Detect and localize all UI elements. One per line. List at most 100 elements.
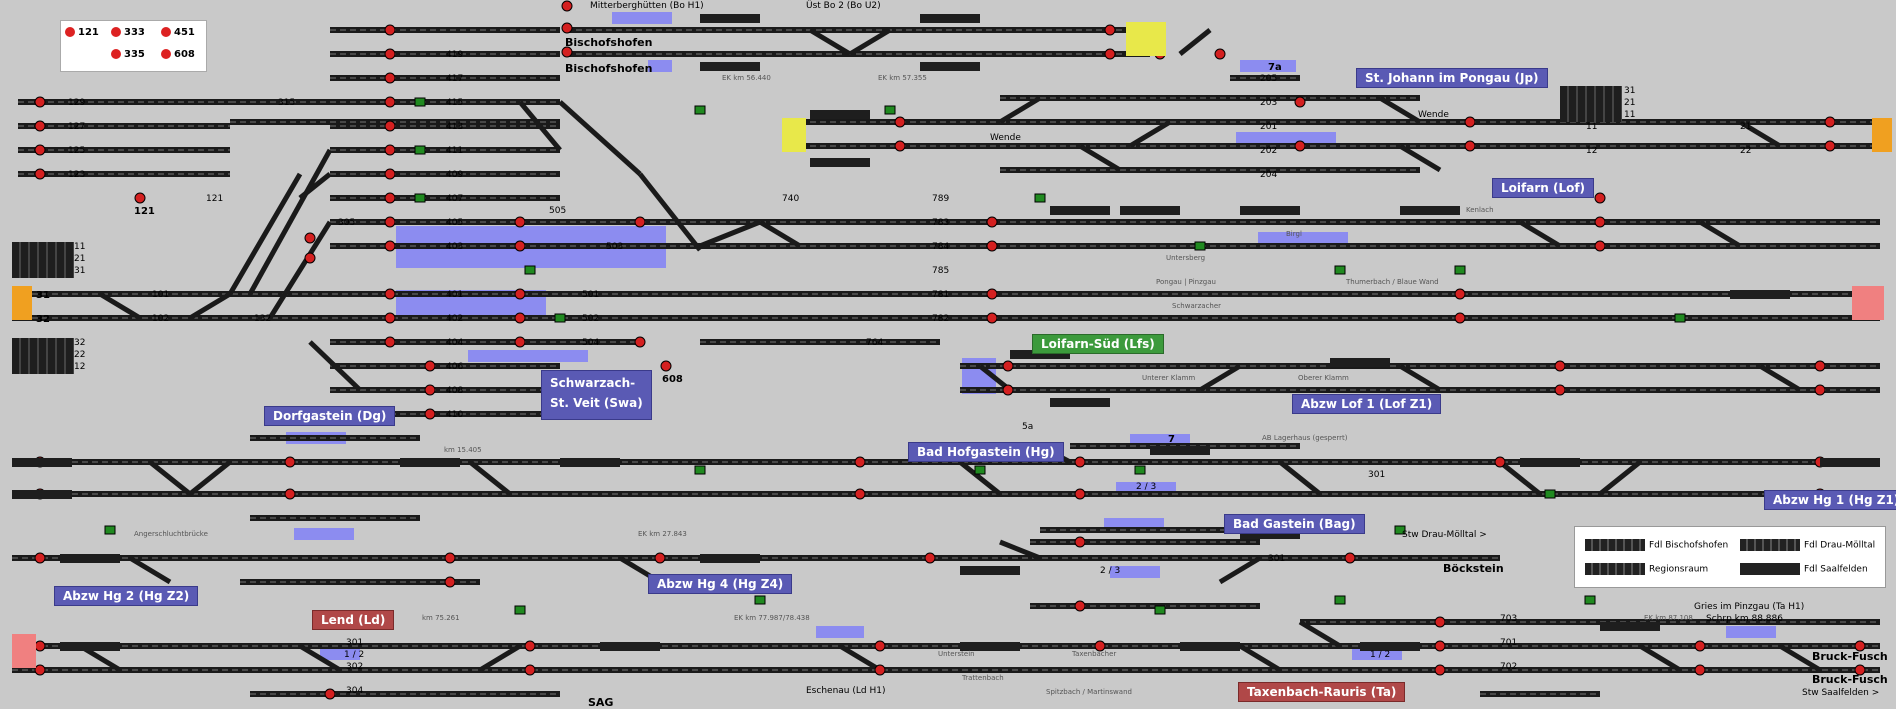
track-number: 608 bbox=[662, 374, 683, 385]
station-label-mitterberghuetten: Mitterberghütten (Bo H1) bbox=[590, 1, 704, 11]
route-block bbox=[700, 14, 760, 23]
track-switch bbox=[1298, 619, 1342, 649]
track-switch bbox=[1398, 143, 1442, 173]
signal-icon bbox=[34, 96, 46, 108]
station-label-loifarn-sued[interactable]: Loifarn-Süd (Lfs) bbox=[1032, 334, 1164, 354]
route-key[interactable] bbox=[12, 362, 74, 374]
occupied-block bbox=[1236, 132, 1336, 144]
route-key-label: 12 bbox=[74, 362, 86, 372]
station-label-dorfgastein[interactable]: Dorfgastein (Dg) bbox=[264, 406, 396, 426]
signal-icon bbox=[986, 216, 998, 228]
signal-icon bbox=[1814, 360, 1826, 372]
signal-icon bbox=[986, 312, 998, 324]
boundary-marker-left[interactable] bbox=[12, 634, 36, 668]
station-label-abzw-hg1[interactable]: Abzw Hg 1 (Hg Z1) bbox=[1764, 490, 1896, 510]
counter-121[interactable]: 121 bbox=[65, 27, 99, 38]
signal-icon bbox=[561, 22, 573, 34]
route-key[interactable] bbox=[12, 266, 74, 278]
station-label-bruck-fusch: Bruck-Fusch bbox=[1812, 673, 1888, 686]
counter-335[interactable]: 335 bbox=[111, 49, 145, 60]
route-key[interactable] bbox=[1560, 98, 1622, 110]
track-number: 129 bbox=[68, 98, 86, 108]
occupied-block bbox=[816, 626, 864, 638]
route-key[interactable] bbox=[12, 254, 74, 266]
legend-swatch bbox=[1740, 539, 1800, 551]
signal-icon bbox=[514, 336, 526, 348]
station-label-taxenbach[interactable]: Taxenbach-Rauris (Ta) bbox=[1238, 682, 1406, 702]
station-label-bad-gastein[interactable]: Bad Gastein (Bag) bbox=[1224, 514, 1365, 534]
track-switch bbox=[1078, 143, 1122, 173]
signal-icon bbox=[874, 640, 886, 652]
track-number: 102 bbox=[152, 314, 170, 324]
station-label-bad-hofgastein[interactable]: Bad Hofgastein (Hg) bbox=[908, 442, 1064, 462]
occupied-block bbox=[1110, 566, 1160, 578]
link-stw-saalfelden[interactable]: Stw Saalfelden > bbox=[1802, 688, 1880, 698]
counter-451[interactable]: 451 bbox=[161, 27, 195, 38]
counter-light-icon bbox=[111, 49, 121, 59]
route-block bbox=[1010, 350, 1070, 359]
route-key[interactable] bbox=[1560, 110, 1622, 122]
station-label-uest-bo2: Üst Bo 2 (Bo U2) bbox=[806, 1, 881, 11]
counter-light-icon bbox=[111, 27, 121, 37]
boundary-marker-yellow[interactable] bbox=[1126, 22, 1166, 56]
signal-icon bbox=[34, 640, 46, 652]
track-number: 12 bbox=[1586, 146, 1598, 156]
track-number: 7 bbox=[1168, 434, 1175, 445]
counter-608[interactable]: 608 bbox=[161, 49, 195, 60]
route-block bbox=[700, 62, 760, 71]
track-number: 789 bbox=[932, 194, 950, 204]
shunt-signal-icon bbox=[104, 525, 116, 535]
track-number: 7a bbox=[1268, 62, 1282, 73]
track-switch bbox=[188, 460, 232, 496]
track-switch bbox=[1758, 363, 1802, 393]
shunt-signal-icon bbox=[974, 465, 986, 475]
shunt-signal-icon bbox=[1034, 193, 1046, 203]
place-ek-56: EK km 56.440 bbox=[722, 74, 771, 82]
boundary-marker-yellow[interactable] bbox=[782, 118, 806, 152]
route-key[interactable] bbox=[12, 338, 74, 350]
place-pongau: Pongau | Pinzgau bbox=[1156, 278, 1216, 286]
boundary-marker-right[interactable] bbox=[1852, 286, 1884, 320]
route-block bbox=[810, 110, 870, 119]
track-switch bbox=[98, 291, 142, 321]
signal-icon bbox=[1074, 600, 1086, 612]
signal-icon bbox=[654, 552, 666, 564]
place-unterstein: Unterstein bbox=[938, 650, 975, 658]
occupied-block bbox=[1726, 626, 1776, 638]
track-switch bbox=[1218, 555, 1262, 585]
place-kenlach: Kenlach bbox=[1466, 206, 1494, 214]
track-number: 203 bbox=[1260, 98, 1278, 108]
route-key[interactable] bbox=[12, 242, 74, 254]
signal-icon bbox=[1434, 664, 1446, 676]
track-number: 404 bbox=[446, 338, 464, 348]
station-label-lend[interactable]: Lend (Ld) bbox=[312, 610, 395, 630]
station-label-abzw-lof1[interactable]: Abzw Lof 1 (Lof Z1) bbox=[1292, 394, 1442, 414]
place-schwarzacher: Schwarzacher bbox=[1172, 302, 1222, 310]
track-number: 21 bbox=[1740, 122, 1752, 132]
track-number: 407 bbox=[446, 194, 464, 204]
track-number: 783 bbox=[932, 218, 950, 228]
track-switch bbox=[308, 340, 362, 392]
counter-333[interactable]: 333 bbox=[111, 27, 145, 38]
route-key-label: 31 bbox=[74, 266, 86, 276]
link-stw-drau[interactable]: Stw Drau-Mölltal > bbox=[1402, 530, 1487, 540]
station-label-schwarzach[interactable]: Schwarzach- St. Veit (Swa) bbox=[541, 370, 652, 420]
route-block bbox=[1820, 458, 1880, 467]
track-number: 502 bbox=[582, 314, 600, 324]
legend: Fdl Bischofshofen Fdl Drau-Mölltal Regio… bbox=[1574, 526, 1886, 588]
boundary-marker-right[interactable] bbox=[1872, 118, 1892, 152]
station-label-st-johann[interactable]: St. Johann im Pongau (Jp) bbox=[1356, 68, 1548, 88]
occupied-block bbox=[1240, 60, 1296, 72]
route-key[interactable] bbox=[12, 350, 74, 362]
station-label-loifarn[interactable]: Loifarn (Lof) bbox=[1492, 178, 1595, 198]
signal-icon bbox=[34, 664, 46, 676]
station-label-abzw-hg4[interactable]: Abzw Hg 4 (Hg Z4) bbox=[648, 574, 793, 594]
route-key[interactable] bbox=[1560, 86, 1622, 98]
boundary-marker-left[interactable] bbox=[12, 286, 32, 320]
station-label-abzw-hg2[interactable]: Abzw Hg 2 (Hg Z2) bbox=[54, 586, 199, 606]
route-block bbox=[1050, 398, 1110, 407]
counter-light-icon bbox=[161, 49, 171, 59]
legend-item: Regionsraum bbox=[1585, 563, 1708, 575]
station-label-schwarzach-line2: St. Veit (Swa) bbox=[550, 396, 643, 410]
route-block bbox=[1360, 642, 1420, 651]
